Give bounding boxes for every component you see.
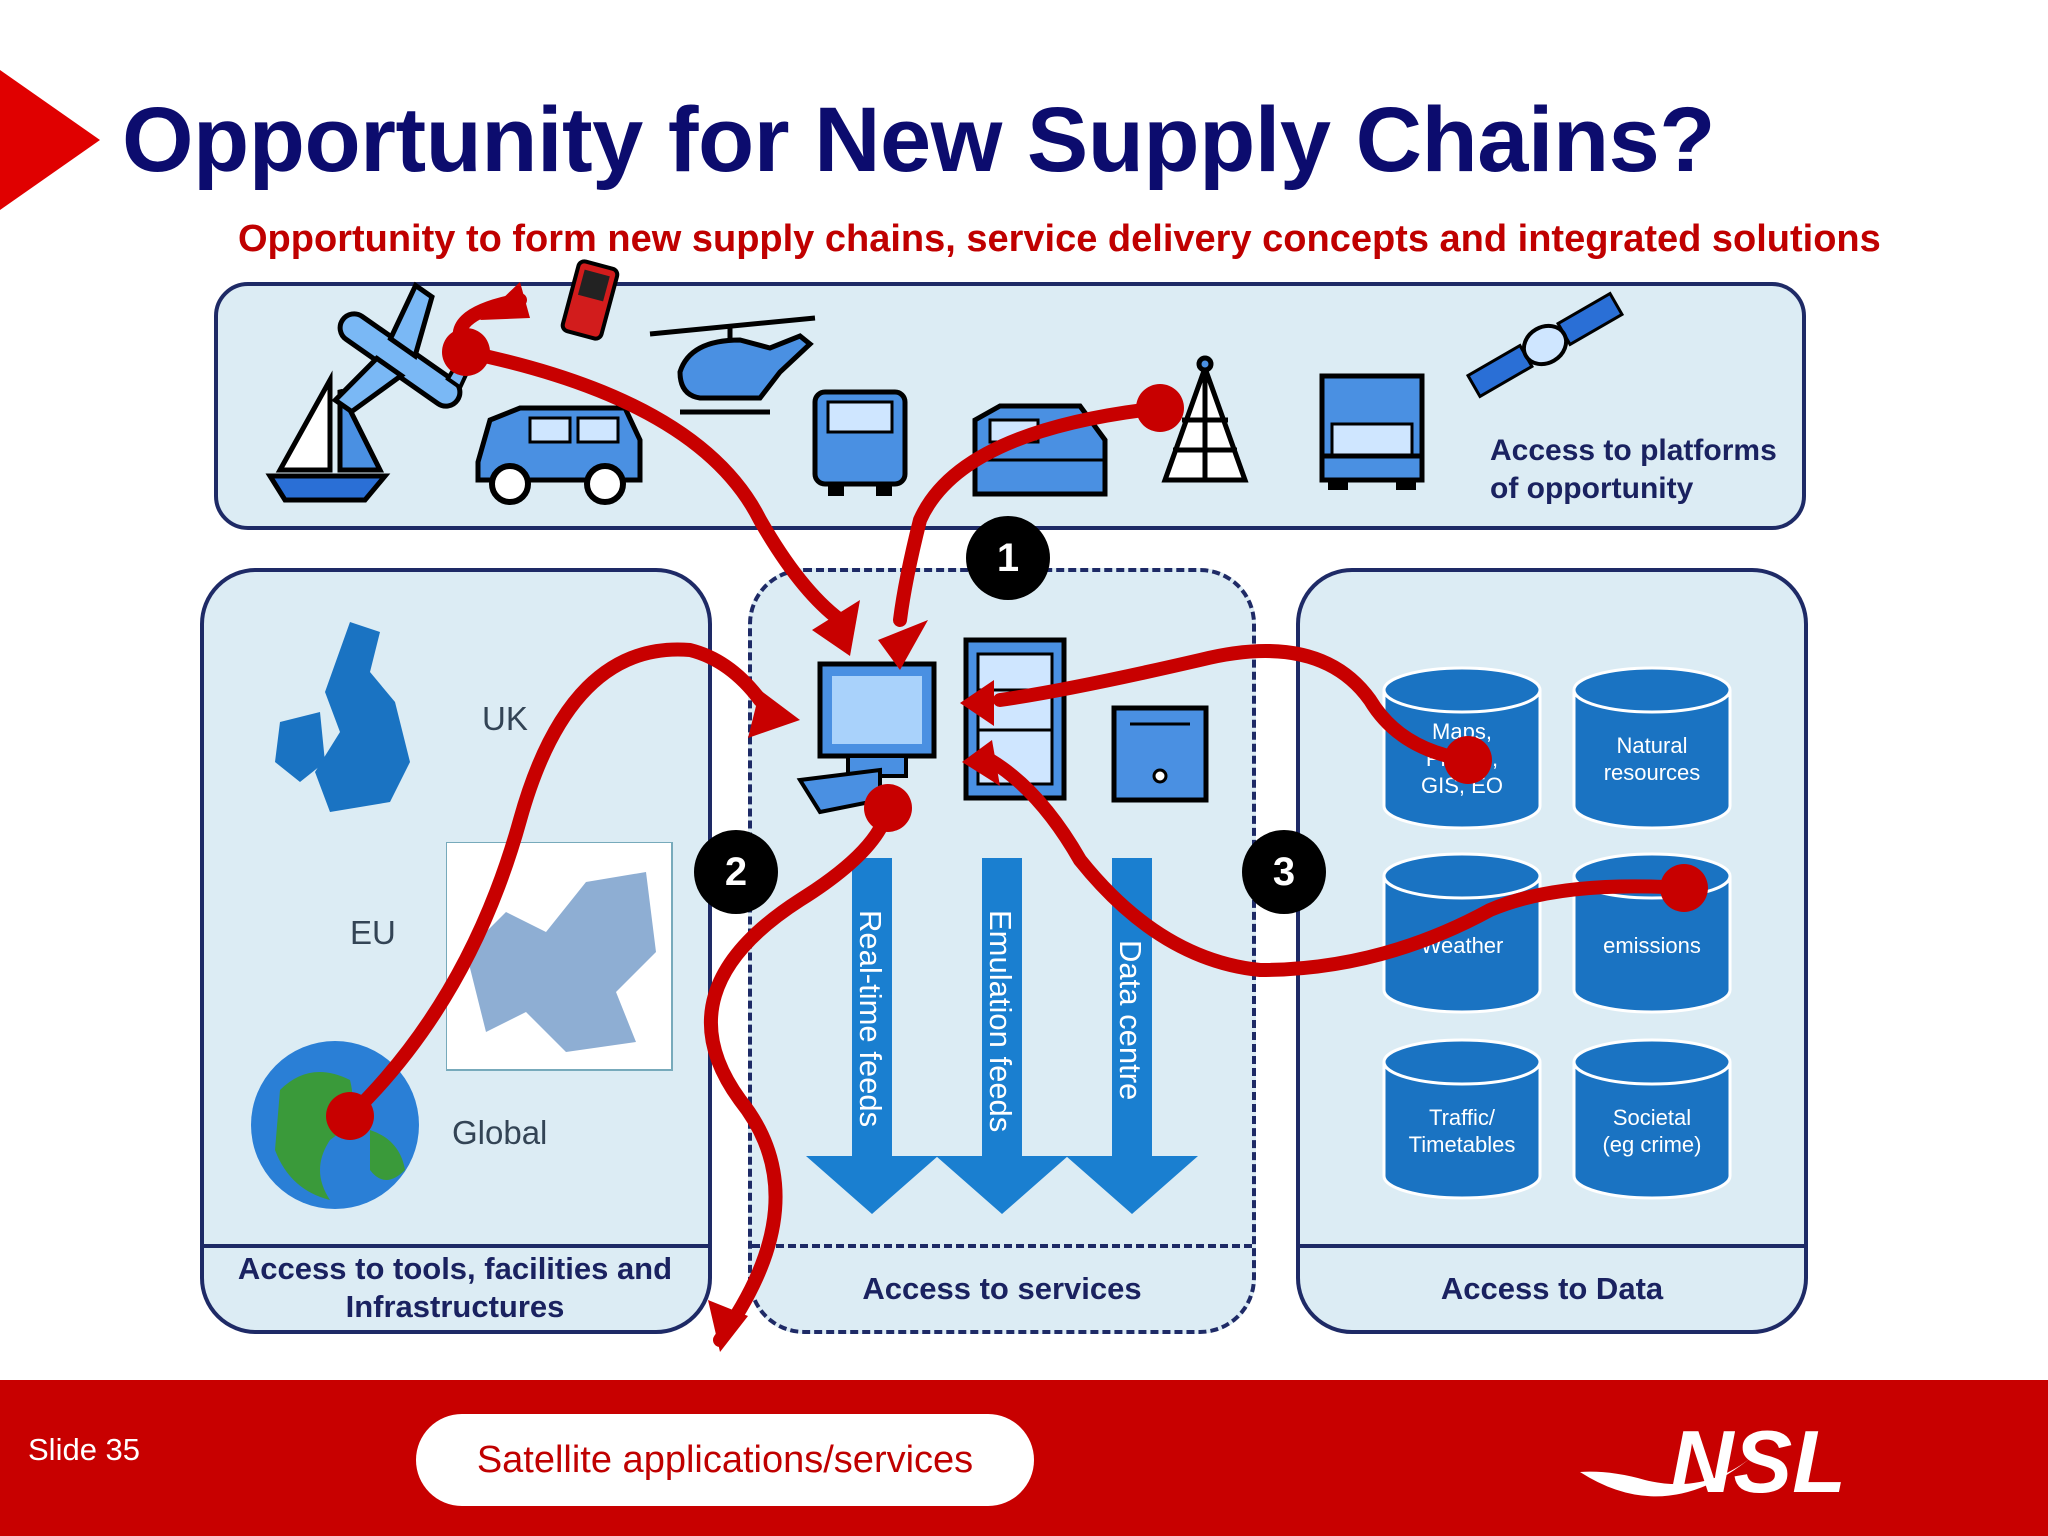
- tower-pc-icon: [1111, 705, 1209, 803]
- airplane-icon: [331, 281, 475, 415]
- flow-arrows: [326, 282, 1708, 1352]
- dataset-emissions: emissions: [1603, 933, 1701, 958]
- europe-map-icon: [446, 842, 673, 1071]
- pda-icon: [560, 259, 620, 341]
- computer-icon: [796, 661, 937, 815]
- region-uk: UK: [482, 700, 528, 737]
- tools-divider: [200, 1244, 712, 1248]
- step-badge-3: 3: [1242, 830, 1326, 914]
- platforms-label: Access to platforms of opportunity: [1490, 434, 1777, 505]
- van-icon: [475, 405, 643, 505]
- data-divider: [1296, 1244, 1808, 1248]
- dataset-traffic: Traffic/ Timetables: [1408, 1105, 1516, 1157]
- feed-arrow: [1066, 858, 1198, 1214]
- slide-number: Slide 35: [28, 1432, 141, 1467]
- helicopter-icon: [649, 315, 816, 415]
- radio-mast-icon: [1161, 355, 1249, 483]
- region-eu: EU: [350, 914, 396, 951]
- satellite-icon: [1465, 291, 1625, 399]
- step-badge-2: 2: [694, 830, 778, 914]
- tools-label: Access to tools, facilities and Infrastr…: [237, 1251, 673, 1324]
- truck-icon: [1319, 373, 1425, 490]
- database-icon: [1572, 666, 1732, 830]
- services-divider: [752, 1244, 1252, 1248]
- region-global: Global: [452, 1114, 548, 1151]
- dataset-natural: Natural resources: [1603, 733, 1701, 785]
- uk-map-icon: [275, 622, 410, 812]
- feed-label-datacentre: Data centre: [1113, 940, 1148, 1101]
- title-marker: [0, 70, 100, 210]
- data-label: Access to Data: [1440, 1271, 1664, 1306]
- page-title: Opportunity for New Supply Chains?: [122, 89, 1716, 191]
- platforms-icons: [265, 259, 1625, 505]
- page-subtitle: Opportunity to form new supply chains, s…: [238, 218, 1881, 260]
- feed-arrow: [806, 858, 938, 1214]
- sailboat-icon: [265, 370, 391, 503]
- step-badge-1: 1: [966, 516, 1050, 600]
- svg-text:NSL: NSL: [1670, 1412, 1846, 1511]
- feed-arrow: [936, 858, 1068, 1214]
- feed-label-emulation: Emulation feeds: [983, 910, 1018, 1133]
- dataset-societal: Societal (eg crime): [1602, 1105, 1702, 1157]
- feed-label-realtime: Real-time feeds: [853, 910, 888, 1128]
- database-icon: [1382, 852, 1542, 1014]
- database-icon: [1382, 1038, 1542, 1200]
- footer-pill: Satellite applications/services: [416, 1414, 1034, 1506]
- services-label: Access to services: [862, 1271, 1142, 1306]
- database-icon: [1572, 1038, 1732, 1200]
- nsl-logo: NSL: [1580, 1412, 1846, 1511]
- bus-icon: [812, 389, 908, 496]
